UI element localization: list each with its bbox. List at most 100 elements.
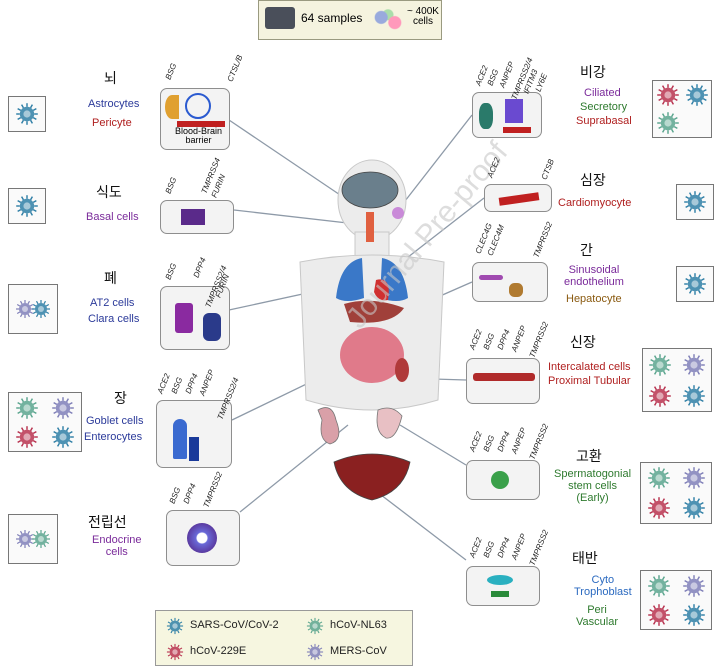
- spermatogonial-cell-icon: [491, 471, 509, 489]
- people-icon: [265, 7, 295, 29]
- kidney-receptor-panel: [466, 358, 540, 404]
- 229e-virus-icon: [648, 384, 672, 413]
- cell-proximal: Proximal Tubular: [548, 375, 631, 387]
- nl63-virus-icon: [656, 111, 680, 140]
- perivascular-cell-icon: [491, 591, 509, 597]
- cell-cytotrophoblast: Cyto Trophoblast: [574, 574, 632, 598]
- organ-name-brain: 뇌: [104, 71, 117, 87]
- sars-virus-icon: [685, 83, 709, 112]
- legend-label-nl63: hCoV-NL63: [330, 619, 387, 631]
- 229e-virus-icon: [647, 496, 671, 525]
- cell-sinusoidal: Sinusoidal endothelium: [564, 264, 624, 288]
- virus-box-intestine: [8, 392, 82, 452]
- cell-basal: Basal cells: [86, 211, 139, 223]
- placenta-receptor-panel: [466, 566, 540, 606]
- mers-virus-icon: [15, 529, 35, 554]
- organ-name-nose: 비강: [580, 65, 606, 81]
- nose-receptor-panel: [472, 92, 542, 138]
- liver-organ: [344, 300, 404, 323]
- organ-name-prostate: 전립선: [88, 515, 127, 531]
- organ-name-liver: 간: [580, 243, 593, 259]
- bbb-barrier-icon: [177, 121, 225, 127]
- cell-spermatogonial: Spermatogonial stem cells (Early): [554, 468, 632, 504]
- lung-receptor-panel: [160, 286, 230, 350]
- legend-label-229e: hCoV-229E: [190, 645, 247, 657]
- cell-endocrine: Endocrine cells: [92, 534, 142, 558]
- sars-virus-icon: [166, 617, 184, 635]
- organ-name-intestine: 장: [114, 391, 127, 407]
- mers-virus-icon: [306, 643, 324, 661]
- prostate-receptor-panel: [166, 510, 240, 566]
- throat-organ: [366, 212, 374, 242]
- cell-intercalated: Intercalated cells: [548, 361, 631, 373]
- ciliated-cell-icon: [479, 103, 493, 129]
- organ-name-kidney: 신장: [570, 335, 596, 351]
- 229e-virus-icon: [647, 603, 671, 632]
- organ-name-testis: 고환: [576, 449, 602, 465]
- virus-box-testis: [640, 462, 712, 524]
- 229e-virus-icon: [166, 643, 184, 661]
- placenta-organ: [333, 453, 411, 501]
- organ-name-placenta: 태반: [572, 551, 598, 567]
- cell-suprabasal: Suprabasal: [576, 115, 632, 127]
- enterocyte-icon: [189, 437, 199, 461]
- organ-name-heart: 심장: [580, 173, 606, 189]
- mers-virus-icon: [15, 299, 35, 324]
- organ-name-lung: 폐: [104, 271, 117, 287]
- nl63-virus-icon: [31, 529, 51, 554]
- virus-box-nose: [652, 80, 712, 138]
- cardiomyocyte-icon: [498, 192, 540, 206]
- mers-virus-icon: [682, 466, 706, 495]
- mers-virus-icon: [682, 353, 706, 382]
- virus-box-placenta: [640, 570, 712, 630]
- 229e-virus-icon: [15, 425, 39, 454]
- 229e-virus-icon: [656, 83, 680, 112]
- virus-box-kidney: [642, 348, 712, 412]
- mers-virus-icon: [51, 396, 75, 425]
- sars-virus-icon: [51, 425, 75, 454]
- samples-label: 64 samples: [301, 11, 363, 25]
- cell-pericyte: Pericyte: [92, 117, 132, 129]
- sars-virus-icon: [683, 190, 707, 219]
- cell-clara: Clara cells: [88, 313, 140, 325]
- sars-virus-icon: [15, 102, 39, 131]
- basal-cell-icon: [181, 209, 205, 225]
- legend-label-mers: MERS-CoV: [330, 645, 387, 657]
- at2-cell-icon: [175, 303, 193, 333]
- sars-virus-icon: [683, 272, 707, 301]
- virus-box-lung: [8, 284, 58, 334]
- sars-virus-icon: [682, 384, 706, 413]
- cell-at2: AT2 cells: [90, 297, 135, 309]
- suprabasal-cell-icon: [503, 127, 531, 133]
- virus-box-esophagus: [8, 188, 46, 224]
- kidney-organ: [395, 358, 409, 382]
- cell-astrocytes: Astrocytes: [88, 98, 140, 110]
- sars-virus-icon: [682, 603, 706, 632]
- brain-organ: [341, 171, 399, 209]
- nl63-virus-icon: [647, 574, 671, 603]
- endocrine-cell-icon: [187, 523, 217, 553]
- tubular-cell-icon: [473, 373, 535, 381]
- legend-icon-mers: [306, 643, 324, 661]
- secretory-cell-icon: [505, 99, 523, 123]
- legend-icon-229e: [166, 643, 184, 661]
- heart-organ: [374, 279, 389, 301]
- testis-receptor-panel: [466, 460, 540, 500]
- cell-secretory: Secretory: [580, 101, 628, 113]
- uterus-organ: [317, 407, 340, 445]
- goblet-cell-icon: [173, 419, 187, 459]
- nl63-virus-icon: [648, 353, 672, 382]
- cell-perivascular: Peri Vascular: [576, 604, 618, 628]
- bbb-label: Blood-Brain barrier: [175, 126, 223, 145]
- virus-box-prostate: [8, 514, 58, 564]
- legend-icon-nl63: [306, 617, 324, 635]
- intestine-organ: [340, 327, 404, 383]
- neuron-icon: [185, 93, 211, 119]
- nl63-virus-icon: [15, 396, 39, 425]
- virus-box-brain: [8, 96, 46, 132]
- sars-virus-icon: [15, 194, 39, 223]
- lungs-organ: [336, 258, 408, 301]
- cell-ciliated: Ciliated: [584, 87, 621, 99]
- nl63-virus-icon: [306, 617, 324, 635]
- sinusoidal-cell-icon: [479, 275, 503, 280]
